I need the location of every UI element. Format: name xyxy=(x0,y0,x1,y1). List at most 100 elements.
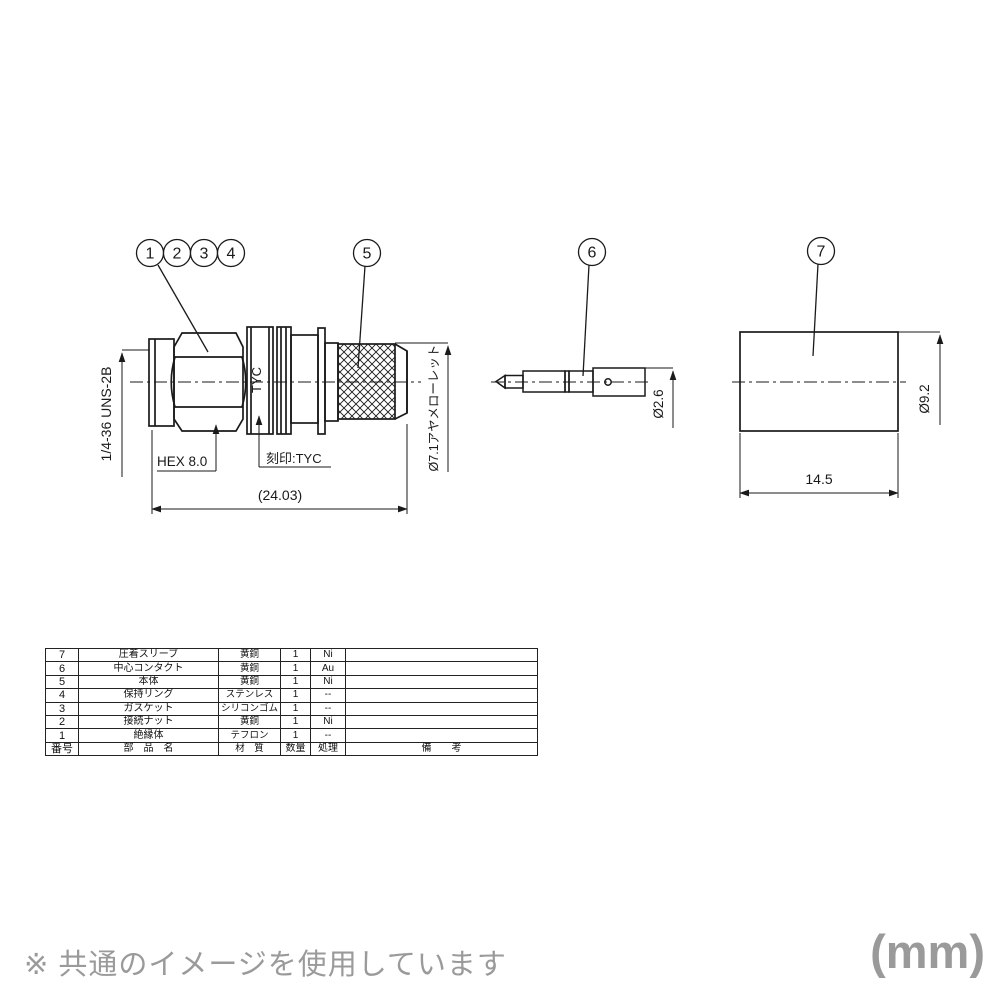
sleeve-dia-label: Ø9.2 xyxy=(917,384,932,413)
balloon-3-number: 3 xyxy=(200,246,209,263)
cell-remarks xyxy=(345,728,538,743)
cell-name: 絶縁体 xyxy=(78,728,219,743)
cell-qty: 1 xyxy=(280,661,311,676)
dimension-texts: 1/4-36 UNS-2B HEX 8.0 刻印:TYC TYC (24.03)… xyxy=(98,345,932,503)
balloon-5-number: 5 xyxy=(363,246,372,263)
balloon-5 xyxy=(352,238,382,268)
cell-no: 7 xyxy=(45,647,79,663)
cell-no: 1 xyxy=(45,728,79,743)
cell-finish: Au xyxy=(310,661,346,676)
header-remarks: 備 考 xyxy=(345,741,538,757)
balloon-2-number: 2 xyxy=(173,246,182,263)
balloon-numbers: 1 2 3 4 5 6 7 xyxy=(146,244,826,263)
header-name: 部 品 名 xyxy=(78,741,219,757)
cell-remarks xyxy=(345,674,538,690)
cell-no: 3 xyxy=(45,701,79,716)
cell-no: 2 xyxy=(45,714,79,730)
leader-6 xyxy=(582,264,590,377)
header-no: 番号 xyxy=(45,741,79,757)
crimp-sleeve-view xyxy=(732,331,906,432)
leader-1 xyxy=(157,264,209,353)
cell-no: 4 xyxy=(45,688,79,703)
knurl-section xyxy=(337,343,396,420)
flange xyxy=(317,327,326,435)
dimensions xyxy=(118,331,944,514)
cell-name: 保持リング xyxy=(78,688,219,703)
hex-size-label: HEX 8.0 xyxy=(157,454,207,469)
cell-remarks xyxy=(345,701,538,716)
cell-material: テフロン xyxy=(218,728,281,743)
cell-name: 接続ナット xyxy=(78,714,219,730)
cell-finish: -- xyxy=(310,688,346,703)
cell-remarks xyxy=(345,714,538,730)
cell-name: ガスケット xyxy=(78,701,219,716)
solder-hole xyxy=(604,378,612,386)
cell-remarks xyxy=(345,647,538,663)
balloon-callouts xyxy=(135,236,836,377)
marking-note-label: 刻印:TYC xyxy=(266,451,322,466)
leader-7 xyxy=(812,263,819,357)
cell-name: 本体 xyxy=(78,674,219,690)
cell-qty: 1 xyxy=(280,688,311,703)
cell-qty: 1 xyxy=(280,714,311,730)
technical-drawing: 1 2 3 4 5 6 7 1/4-36 UNS-2B HEX xyxy=(98,236,944,514)
cell-material: 黄銅 xyxy=(218,647,281,663)
cell-no: 6 xyxy=(45,661,79,676)
cell-qty: 1 xyxy=(280,674,311,690)
cell-qty: 1 xyxy=(280,701,311,716)
cell-qty: 1 xyxy=(280,728,311,743)
thread-spec-label: 1/4-36 UNS-2B xyxy=(98,367,114,462)
table-header-row: 番号 部 品 名 材 質 数量 処理 備 考 xyxy=(45,741,538,757)
sleeve-outline xyxy=(739,331,899,432)
contact-bucket xyxy=(592,367,646,397)
overall-length-label: (24.03) xyxy=(258,487,302,503)
contact-dia-label: Ø2.6 xyxy=(651,389,666,418)
balloon-1-number: 1 xyxy=(146,246,155,263)
header-qty: 数量 xyxy=(280,741,311,757)
ring-b xyxy=(276,326,292,435)
hex-section xyxy=(173,332,244,432)
cell-finish: -- xyxy=(310,728,346,743)
cell-finish: Ni xyxy=(310,647,346,663)
cell-remarks xyxy=(345,661,538,676)
knurl-dia-label: Ø7.1アヤメローレット xyxy=(427,345,441,472)
balloon-6 xyxy=(577,237,607,267)
cell-finish: Ni xyxy=(310,714,346,730)
cell-material: シリコンゴム xyxy=(218,701,281,716)
ring-a xyxy=(246,326,274,435)
balloon-4 xyxy=(216,238,246,268)
header-finish: 処理 xyxy=(310,741,346,757)
cell-finish: Ni xyxy=(310,674,346,690)
header-material: 材 質 xyxy=(218,741,281,757)
cell-no: 5 xyxy=(45,674,79,690)
cell-remarks xyxy=(345,688,538,703)
cell-material: 黄銅 xyxy=(218,661,281,676)
body-section xyxy=(290,334,319,424)
cell-name: 中心コンタクト xyxy=(78,661,219,676)
balloon-7-number: 7 xyxy=(817,244,826,261)
balloon-7 xyxy=(806,236,836,266)
common-image-note: ※ 共通のイメージを使用しています xyxy=(24,949,507,981)
cell-material: 黄銅 xyxy=(218,714,281,730)
cell-finish: -- xyxy=(310,701,346,716)
sleeve-length-label: 14.5 xyxy=(805,471,832,487)
connector-body-view xyxy=(130,326,421,435)
marking-on-part: TYC xyxy=(249,367,264,393)
balloon-4-number: 4 xyxy=(227,246,236,263)
leader-5 xyxy=(357,265,366,369)
balloon-6-number: 6 xyxy=(588,245,597,262)
cell-material: 黄銅 xyxy=(218,674,281,690)
center-contact-view xyxy=(491,367,652,397)
cell-qty: 1 xyxy=(280,647,311,663)
cell-name: 圧着スリーブ xyxy=(78,647,219,663)
unit-mm-label: (mm) xyxy=(870,925,985,978)
